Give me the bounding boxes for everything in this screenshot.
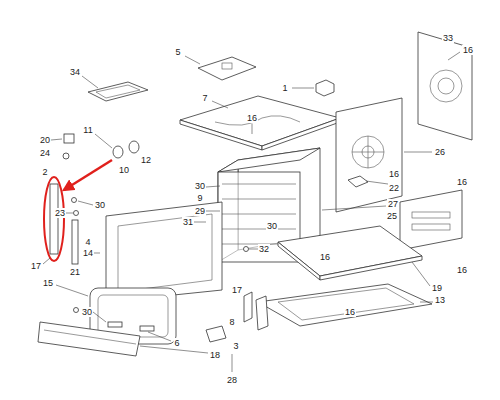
callout-number: 26 [434,147,446,157]
callout-number: 15 [42,278,54,288]
callout-number: 17 [231,285,243,295]
callout-number: 8 [228,317,235,327]
callout-number: 16 [344,307,356,317]
callout-number: 27 [387,199,399,209]
callout-number: 16 [388,169,400,179]
callout-number: 6 [173,338,180,348]
rack-line [222,199,296,200]
callout-number: 1 [281,83,288,93]
callout-number: 28 [226,375,238,385]
callout-number: 5 [174,47,181,57]
callout-number: 16 [456,265,468,275]
callout-number: 31 [182,217,194,227]
callout-number: 34 [69,67,81,77]
callout-number: 22 [388,183,400,193]
callout-number: 33 [442,33,454,43]
rack-line [222,214,296,215]
callout-number: 16 [462,45,474,55]
callout-number: 24 [39,148,51,158]
callout-number: 3 [232,341,239,351]
callout-number: 30 [81,307,93,317]
callout-number: 32 [258,244,270,254]
callout-number: 23 [54,208,66,218]
rack-line [222,184,296,185]
callout-number: 19 [431,283,443,293]
callout-number: 10 [118,165,130,175]
callout-number: 7 [201,93,208,103]
callout-number: 12 [140,155,152,165]
callout-number: 16 [246,113,258,123]
callout-number: 9 [196,193,203,203]
callout-number: 30 [266,221,278,231]
rack-line [222,229,296,230]
callout-number: 30 [94,200,106,210]
callout-number: 29 [194,206,206,216]
callout-number: 11 [82,125,93,135]
callout-number: 30 [194,181,206,191]
callout-number: 17 [30,261,42,271]
callout-number: 13 [434,295,446,305]
callout-number: 25 [386,211,398,221]
callout-number: 16 [319,252,331,262]
callout-number: 2 [41,167,48,177]
callout-number: 20 [39,135,51,145]
callout-number: 18 [209,350,221,360]
callout-number: 14 [82,248,94,258]
callout-number: 16 [456,177,468,187]
callout-number: 4 [84,237,91,247]
callout-number: 21 [69,267,81,277]
